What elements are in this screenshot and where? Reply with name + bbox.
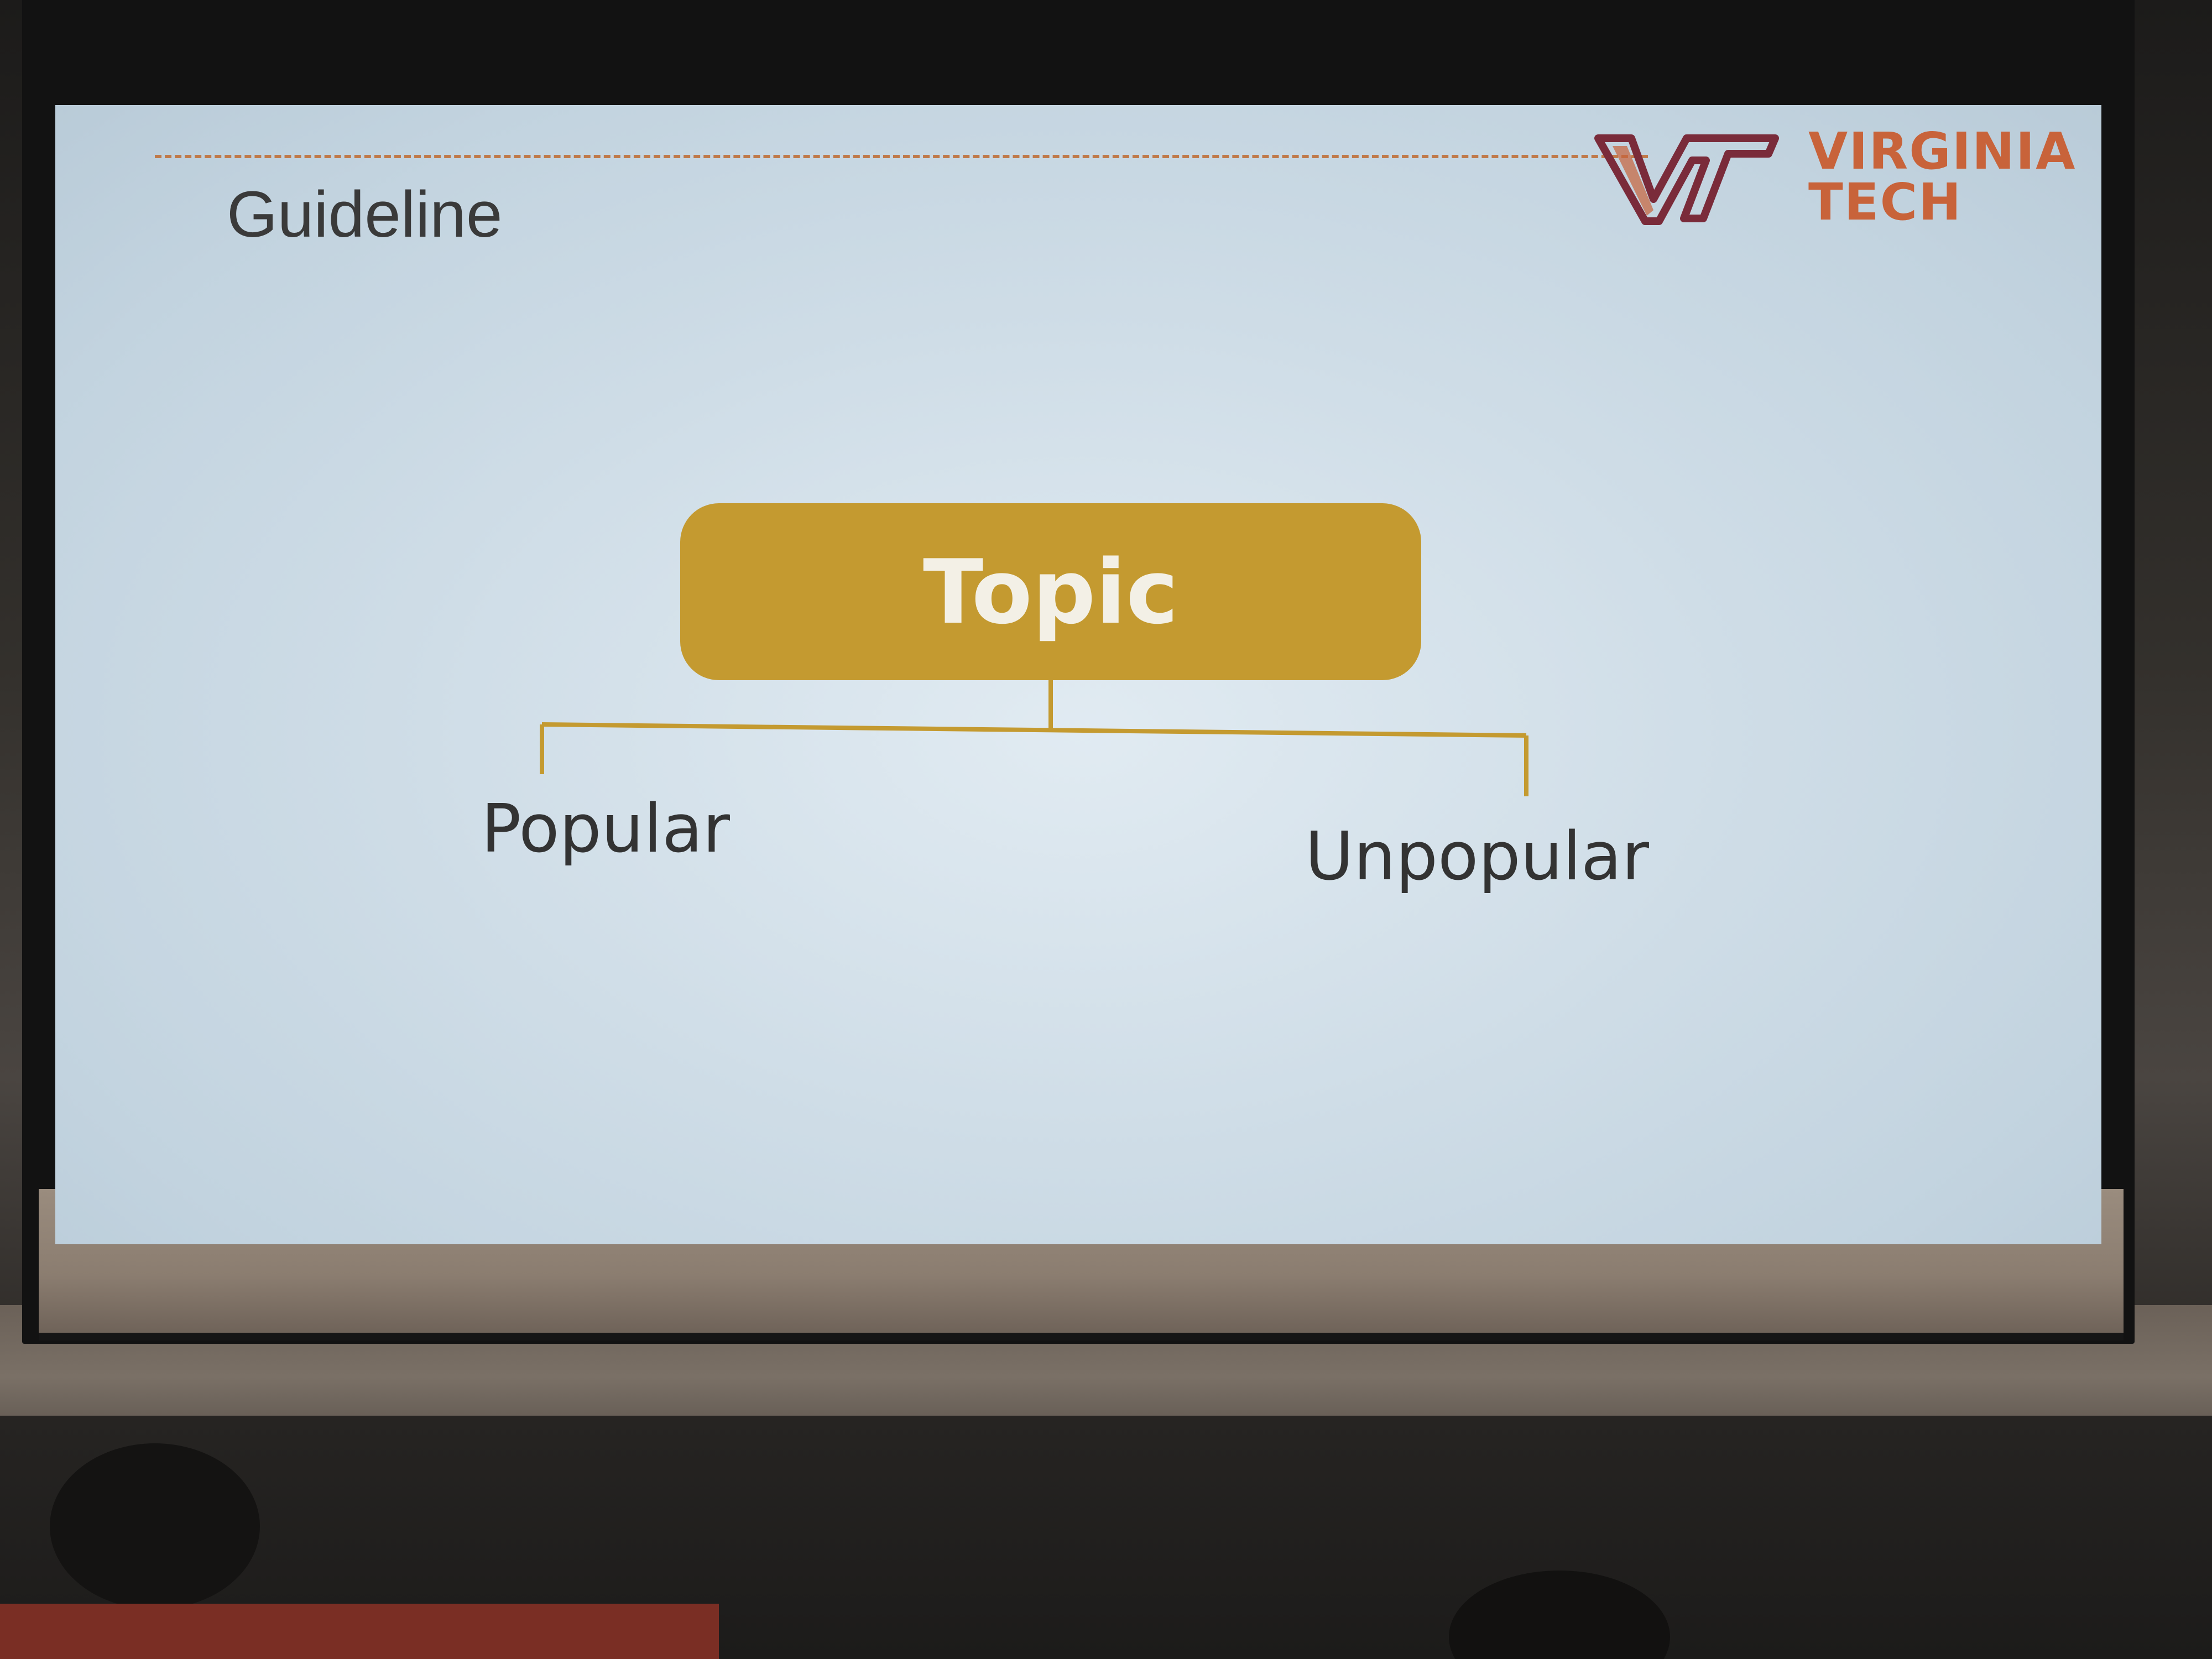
connector-bar: [541, 722, 1527, 738]
presentation-slide: Guideline VIRGINIA TECH Topic Popular Un…: [55, 105, 2101, 1244]
logo-wordmark-line1: VIRGINIA: [1808, 122, 2077, 181]
audience-head-left: [50, 1443, 260, 1609]
logo-wordmark-line2: TECH: [1808, 173, 1963, 232]
diagram-connectors: [540, 680, 1528, 796]
virginia-tech-logo: VIRGINIA TECH: [1593, 122, 2090, 232]
audience-head-right: [1449, 1571, 1670, 1659]
slide-title: Guideline: [227, 178, 503, 251]
branch-popular: Popular: [481, 791, 730, 868]
topic-node: Topic: [680, 503, 1421, 680]
vt-logo-icon: [1594, 134, 1779, 225]
logo-wordmark: VIRGINIA TECH: [1808, 126, 2076, 228]
audience-seat-left: [0, 1604, 719, 1659]
topic-label: Topic: [922, 540, 1179, 644]
header-dashed-divider: [155, 155, 1648, 158]
branch-unpopular: Unpopular: [1305, 818, 1649, 895]
